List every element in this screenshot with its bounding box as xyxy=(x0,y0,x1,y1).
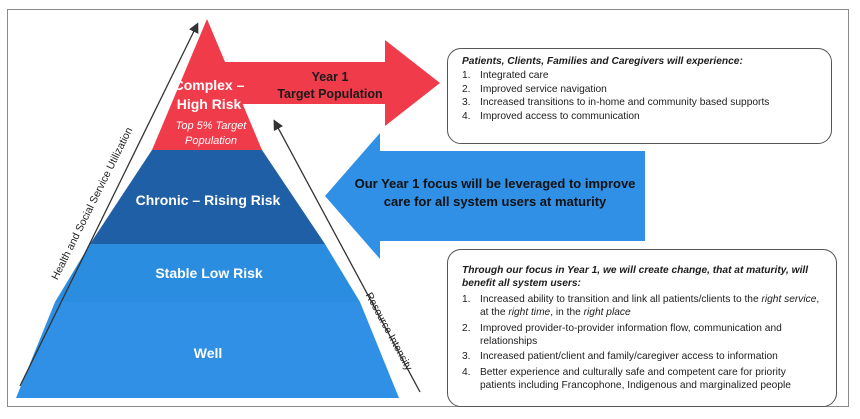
system-benefit-title: Through our focus in Year 1, we will cre… xyxy=(462,265,809,290)
year1-target-arrow xyxy=(195,40,440,126)
patient-experience-title: Patients, Clients, Families and Caregive… xyxy=(462,56,743,67)
tier-complex-high-risk xyxy=(152,19,262,150)
list-item: 1.Increased ability to transition and li… xyxy=(462,293,820,319)
tier-chronic-rising-risk xyxy=(90,150,325,244)
list-item: 4.Better experience and culturally safe … xyxy=(462,366,791,392)
tier-complex-sublabel-2: Population xyxy=(185,135,237,147)
list-item: 2.Improved provider-to-provider informat… xyxy=(462,322,782,348)
system-benefit-box: Through our focus in Year 1, we will cre… xyxy=(447,249,837,407)
intensity-axis-arrow xyxy=(273,119,421,393)
tier-complex-label-1: Complex – xyxy=(174,77,245,93)
tier-stable-label: Stable Low Risk xyxy=(155,265,263,281)
focus-arrow-line-2: care for all system users at maturity xyxy=(384,194,607,209)
tier-well xyxy=(16,302,399,398)
list-item: 3.Increased patient/client and family/ca… xyxy=(462,351,778,363)
utilization-axis-arrow xyxy=(19,22,199,387)
year1-focus-arrow xyxy=(325,133,645,259)
tier-chronic-label: Chronic – Rising Risk xyxy=(136,192,281,208)
list-item: 4.Improved access to communication xyxy=(462,110,640,122)
tier-well-label: Well xyxy=(194,345,223,361)
tier-stable-low-risk xyxy=(55,244,360,302)
system-benefit-list: 1.Increased ability to transition and li… xyxy=(462,293,824,393)
year1-arrow-line-2: Target Population xyxy=(277,87,382,101)
year1-arrow-line-1: Year 1 xyxy=(312,70,349,84)
tier-complex-label-2: High Risk xyxy=(177,96,242,112)
focus-arrow-line-1: Our Year 1 focus will be leveraged to im… xyxy=(355,176,636,191)
list-item: 2.Improved service navigation xyxy=(462,83,607,95)
tier-complex-sublabel-1: Top 5% Target xyxy=(176,120,248,132)
patient-experience-box: Patients, Clients, Families and Caregive… xyxy=(447,48,832,144)
list-item: 3.Increased transitions to in-home and c… xyxy=(462,97,770,109)
patient-experience-list: 1.Integrated care 2.Improved service nav… xyxy=(462,69,821,123)
list-item: 1.Integrated care xyxy=(462,70,549,82)
